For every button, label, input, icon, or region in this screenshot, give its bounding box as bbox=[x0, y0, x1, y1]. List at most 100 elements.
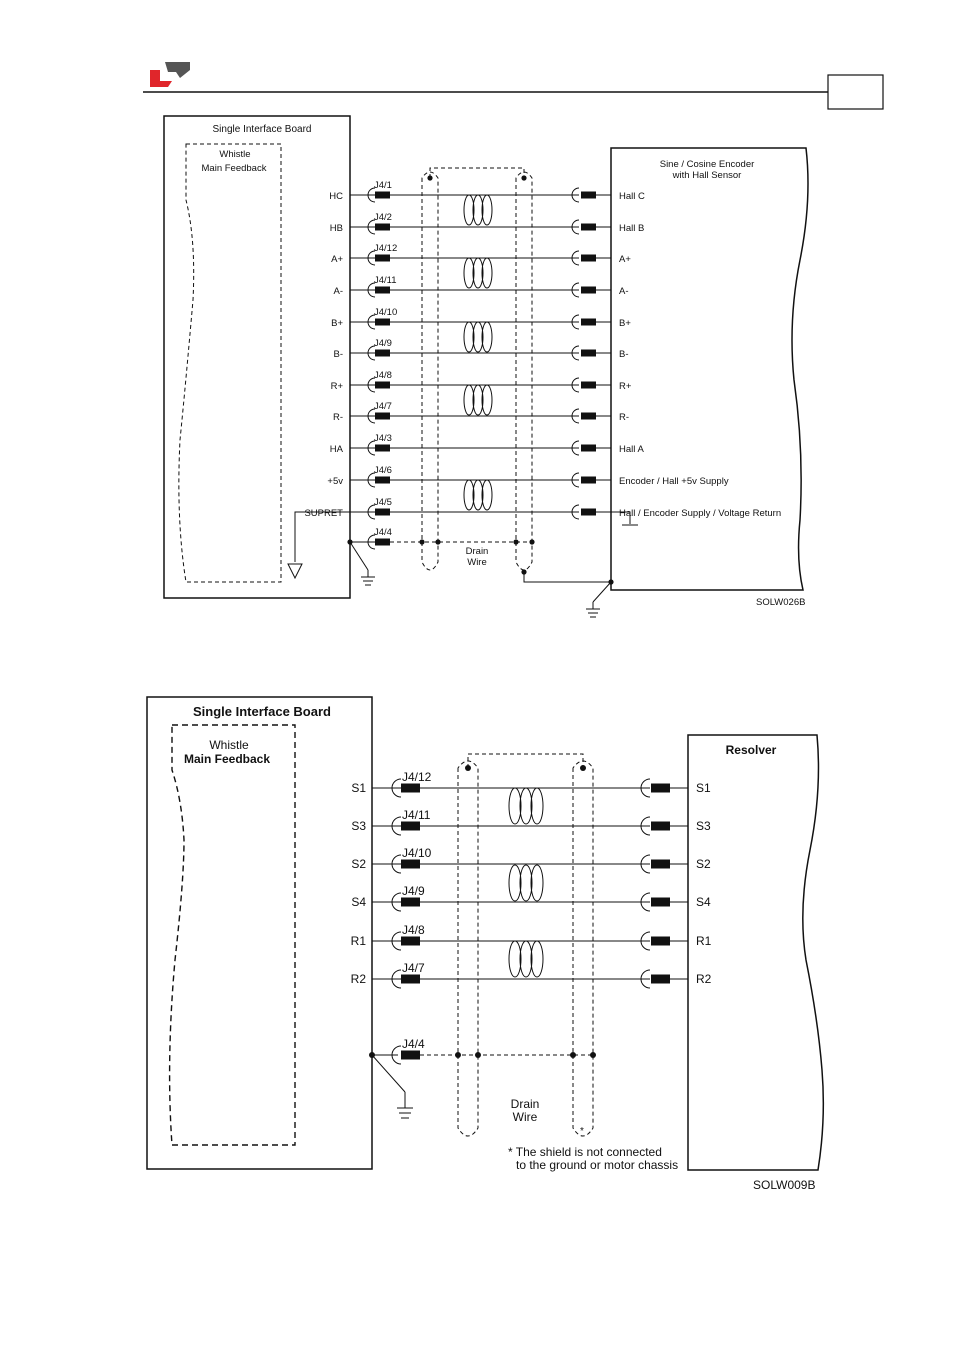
pin-label: J4/12 bbox=[402, 770, 432, 784]
connector-pin bbox=[375, 476, 390, 484]
connector-pin bbox=[401, 897, 420, 907]
drain-node bbox=[455, 1052, 461, 1058]
device-signal-label: S1 bbox=[696, 781, 711, 795]
supret-ground-wire bbox=[294, 511, 350, 562]
twisted-pair-supply bbox=[463, 479, 493, 511]
connector-pin bbox=[581, 412, 596, 420]
drain-node bbox=[435, 539, 441, 545]
board-signal-label: S1 bbox=[351, 781, 366, 795]
twisted-pair-b bbox=[463, 321, 493, 353]
device-signal-label: Hall B bbox=[619, 223, 644, 234]
connector-pin bbox=[581, 476, 596, 484]
shield-bridge bbox=[429, 167, 525, 178]
drain-node bbox=[513, 539, 519, 545]
connector-pin bbox=[401, 783, 420, 793]
signal-row: R-J4/7R- bbox=[333, 401, 629, 424]
drain-node bbox=[475, 1052, 481, 1058]
diagram-resolver: Single Interface Board Whistle Main Feed… bbox=[146, 696, 825, 1192]
shield-node bbox=[427, 175, 433, 181]
shield-note-1: * The shield is not connected bbox=[508, 1145, 662, 1159]
signal-row: A- J4/11A- bbox=[334, 275, 629, 298]
connector-socket bbox=[571, 472, 580, 488]
module-title-1: Whistle bbox=[209, 738, 249, 752]
device-signal-label: A- bbox=[619, 286, 629, 297]
connector-pin bbox=[651, 821, 670, 831]
board-signal-label: R+ bbox=[331, 381, 344, 392]
connector-pin bbox=[581, 191, 596, 199]
ground-symbol bbox=[586, 608, 600, 618]
device-title-1: Sine / Cosine Encoder bbox=[660, 159, 755, 170]
pin-label: J4/8 bbox=[402, 923, 425, 937]
pin-label: J4/9 bbox=[402, 884, 425, 898]
ground-drop bbox=[371, 1054, 406, 1093]
device-signal-label: R+ bbox=[619, 381, 632, 392]
chassis-drop bbox=[592, 581, 612, 603]
connector-socket bbox=[640, 778, 651, 798]
pin-label: J4/4 bbox=[402, 1037, 425, 1051]
module-outline bbox=[168, 724, 296, 1146]
device-signal-label: Encoder / Hall +5v Supply bbox=[619, 476, 729, 487]
twisted-pair-r1r2 bbox=[508, 940, 544, 978]
connector-pin bbox=[651, 859, 670, 869]
pin-label: J4/8 bbox=[374, 370, 392, 381]
signal-row: B+J4/10B+ bbox=[331, 307, 631, 330]
shield-left bbox=[421, 171, 439, 571]
resolver-rows: S1J4/12S1S3J4/11S3S2J4/10S2S4J4/9S4R1J4/… bbox=[351, 770, 712, 1065]
page-number-box bbox=[827, 74, 884, 110]
connector-socket bbox=[391, 1045, 402, 1065]
ground-symbol bbox=[397, 1107, 413, 1119]
connector-pin bbox=[651, 897, 670, 907]
board-signal-label: S2 bbox=[351, 857, 366, 871]
shield-right bbox=[515, 171, 533, 571]
device-signal-label: Hall A bbox=[619, 444, 644, 455]
drain-node bbox=[590, 1052, 596, 1058]
device-signal-label: B+ bbox=[619, 318, 631, 329]
module-title-2: Main Feedback bbox=[202, 163, 267, 174]
connector-pin bbox=[651, 783, 670, 793]
connector-socket bbox=[571, 250, 580, 266]
twisted-pair-s1s3 bbox=[508, 787, 544, 825]
connector-socket bbox=[640, 931, 651, 951]
drain-node bbox=[529, 539, 535, 545]
board-signal-label: HB bbox=[330, 223, 343, 234]
device-outline bbox=[610, 147, 809, 591]
device-signal-label: Hall / Encoder Supply / Voltage Return bbox=[619, 508, 781, 519]
connector-socket bbox=[571, 408, 580, 424]
board-signal-label: SUPRET bbox=[304, 508, 343, 519]
connector-socket bbox=[640, 816, 651, 836]
module-outline bbox=[178, 143, 282, 583]
pin-label: J4/6 bbox=[374, 465, 392, 476]
connector-socket bbox=[640, 854, 651, 874]
diagram-code: SOLW026B bbox=[756, 597, 805, 608]
connector-pin bbox=[581, 223, 596, 231]
device-signal-label: S2 bbox=[696, 857, 711, 871]
twisted-pair-r bbox=[463, 384, 493, 416]
connector-pin bbox=[401, 821, 420, 831]
pin-label: J4/7 bbox=[374, 401, 392, 412]
connector-pin bbox=[401, 974, 420, 984]
signal-row: J4/4 bbox=[391, 1037, 425, 1065]
connector-pin bbox=[651, 936, 670, 946]
connector-socket bbox=[571, 219, 580, 235]
signal-ground-icon bbox=[287, 563, 303, 580]
drain-label-1: Drain bbox=[511, 1097, 540, 1111]
board-signal-label: HC bbox=[329, 191, 343, 202]
device-title: Resolver bbox=[726, 743, 777, 757]
connector-pin bbox=[651, 974, 670, 984]
pin-label: J4/11 bbox=[402, 808, 431, 822]
company-logo bbox=[150, 62, 190, 87]
twisted-pair-s2s4 bbox=[508, 864, 544, 902]
board-title: Single Interface Board bbox=[193, 704, 331, 719]
board-signal-label: R1 bbox=[351, 934, 367, 948]
module-title-1: Whistle bbox=[219, 149, 250, 160]
board-signal-label: A- bbox=[334, 286, 344, 297]
device-signal-label: R- bbox=[619, 412, 629, 423]
pin-label: J4/11 bbox=[374, 275, 397, 286]
board-signal-label: +5v bbox=[327, 476, 343, 487]
board-signal-label: HA bbox=[330, 444, 344, 455]
signal-row: R+ J4/8R+ bbox=[331, 370, 632, 393]
connector-pin bbox=[581, 286, 596, 294]
